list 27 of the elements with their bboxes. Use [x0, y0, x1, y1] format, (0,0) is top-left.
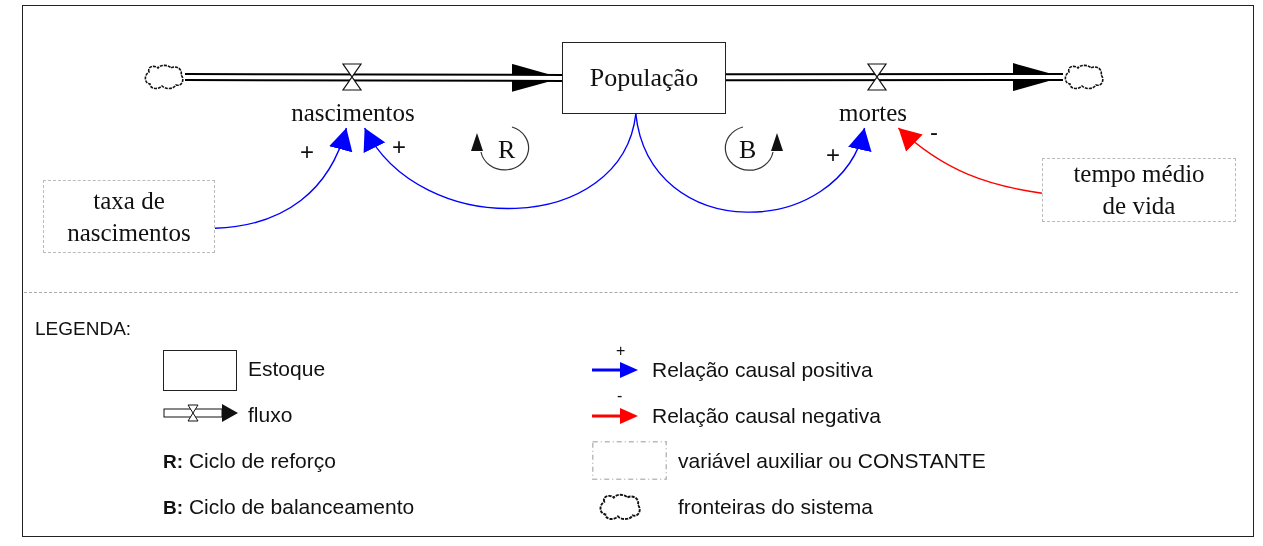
sign-mark: +	[616, 343, 626, 359]
causal-link-arrow	[635, 113, 869, 213]
legend-text: Relação causal positiva	[652, 358, 873, 382]
causal-link-arrow	[214, 127, 352, 229]
legend-text: fronteiras do sistema	[678, 495, 873, 519]
edge-label: +	[300, 140, 314, 164]
legend-text: Estoque	[248, 357, 326, 381]
legend-text: Relação causal negativa	[652, 404, 881, 428]
edge-label: +	[392, 135, 406, 159]
sign-mark: -	[617, 388, 623, 404]
edge-label: -	[930, 120, 938, 144]
loop-letter: B	[739, 137, 757, 163]
cloud-shape	[143, 64, 185, 90]
legend-text: variável auxiliar ou CONSTANTE	[678, 449, 986, 473]
causal-link-arrow	[897, 127, 1043, 194]
legend-heading: LEGENDA:	[35, 319, 132, 339]
flow-rate-label: mortes	[820, 98, 926, 128]
cloud-shape	[1063, 64, 1105, 90]
legend-text: B: Ciclo de balanceamento	[163, 495, 415, 520]
legend-text: fluxo	[248, 403, 293, 427]
legend-text: R: Ciclo de reforço	[163, 449, 336, 474]
auxiliary-variable-box: taxa de nascimentos	[43, 180, 215, 253]
auxiliary-variable-box: tempo médio de vida	[1042, 158, 1236, 222]
edge-label: +	[826, 143, 840, 167]
flow-rate-label: nascimentos	[270, 98, 436, 128]
loop-letter: R	[498, 137, 516, 163]
stock-box: População	[562, 42, 726, 114]
